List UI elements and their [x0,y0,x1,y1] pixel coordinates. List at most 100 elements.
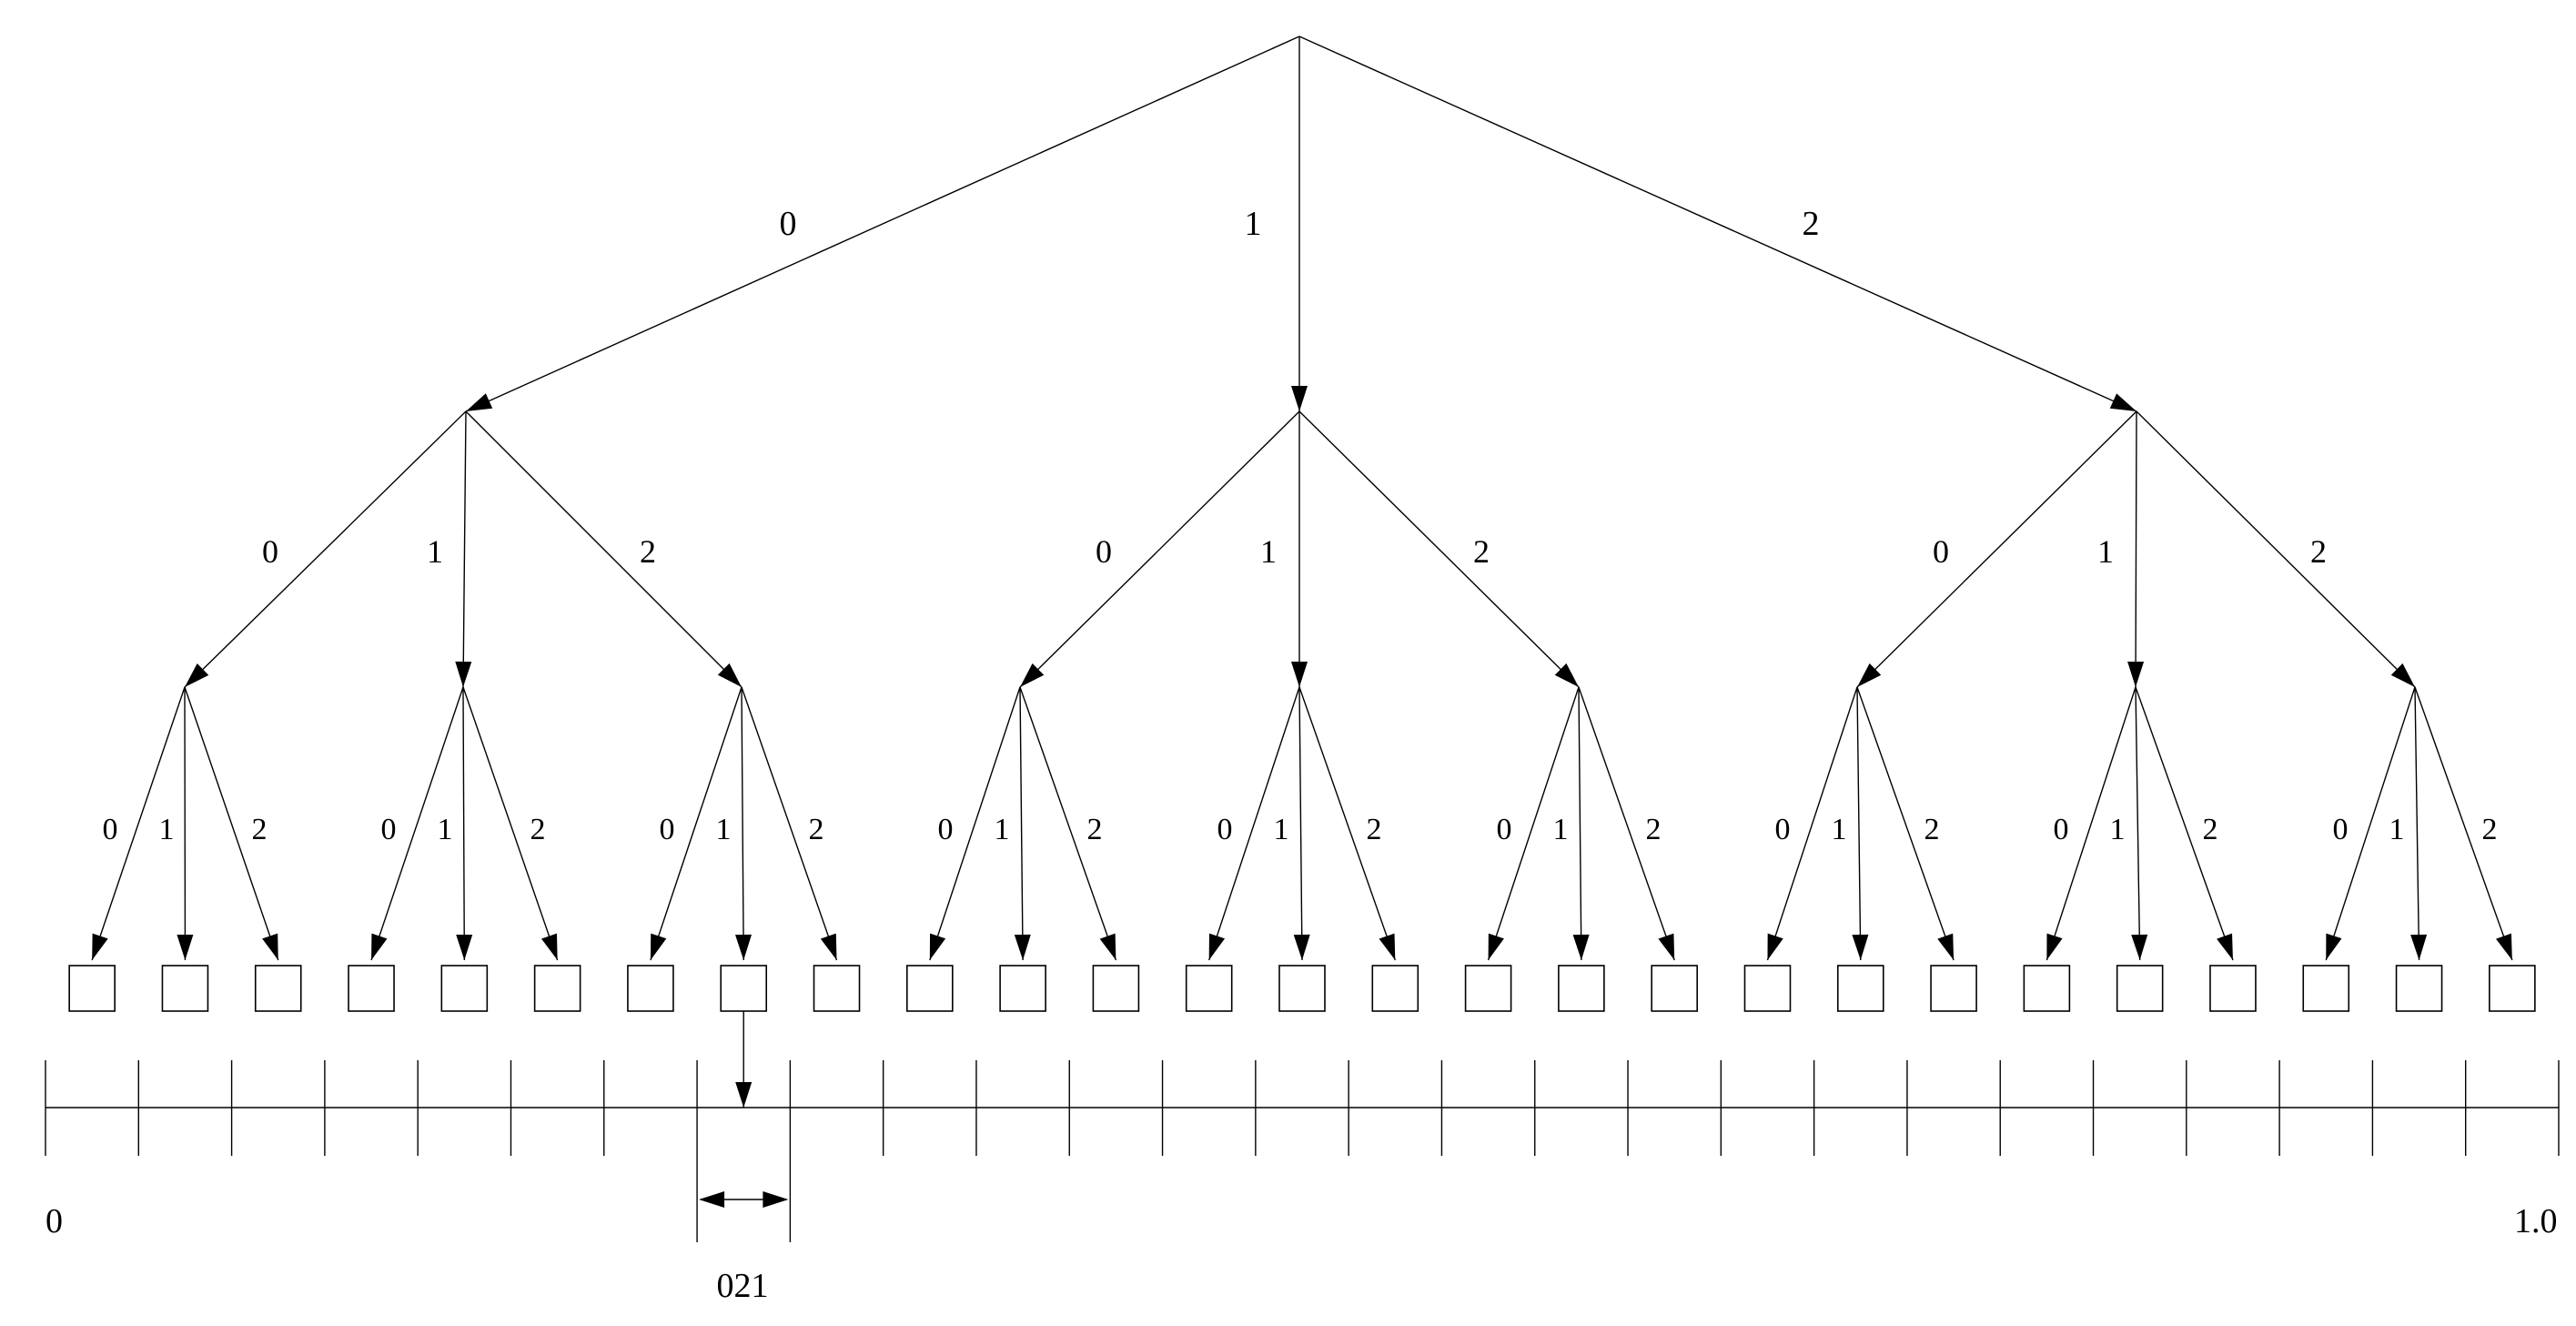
leaf-box [1836,965,1884,1012]
edge-10-2 [1019,686,1117,961]
branch-label-020: 0 [660,813,675,846]
leaf-box [2116,965,2164,1012]
edge-0-2 [465,410,742,688]
leaf-box [348,965,395,1012]
edge-21-2 [2135,686,2234,961]
leaf-box [1185,965,1233,1012]
leaf-box [68,965,116,1012]
leaf-box [2395,965,2443,1012]
edge-20-1-arrowhead [1852,934,1869,960]
edge-01-0-arrowhead [371,933,388,960]
branch-label-100: 0 [938,813,954,846]
branch-label-00: 0 [262,533,278,570]
branch-label-011: 1 [438,813,453,846]
branch-label-211: 1 [2110,813,2126,846]
edge-12-2 [1578,686,1675,961]
edge-2-2 [2136,410,2416,688]
branch-label-220: 0 [2333,813,2349,846]
branch-label-221: 1 [2389,813,2405,846]
edge-0-1-arrowhead [455,661,472,687]
edge-02-0-arrowhead [650,933,667,960]
branch-label-22: 2 [2310,533,2327,570]
branch-label-200: 0 [1775,813,1791,846]
edge-12-0-arrowhead [1488,933,1504,960]
edge-21-0 [2046,686,2137,961]
edge-10-1 [1019,686,1024,961]
leaf-box [1558,965,1605,1012]
branch-label-02: 2 [640,533,656,570]
edge-11-2 [1298,686,1396,961]
edge-0-0-arrowhead [185,663,209,687]
highlight-width-left-arrowhead [699,1191,725,1208]
edge-21-2-arrowhead [2217,933,2233,960]
leaf-box [254,965,302,1012]
edge-root-0 [465,35,1300,412]
branch-label-01: 1 [427,533,443,570]
branch-label-120: 0 [1497,813,1512,846]
axis-start-label: 0 [45,1202,63,1240]
edge-12-1-arrowhead [1572,934,1590,960]
branch-label-20: 0 [1933,533,1949,570]
edge-1-0 [1019,410,1300,688]
edge-12-0 [1487,686,1580,961]
edge-root-0-arrowhead [466,393,493,411]
edge-01-2-arrowhead [540,933,558,960]
branch-label-210: 0 [2054,813,2069,846]
edge-20-1 [1856,686,1862,961]
edge-11-0 [1208,686,1300,961]
edge-22-2 [2414,686,2513,961]
edge-10-1-arrowhead [1014,934,1031,960]
branch-label-222: 2 [2482,813,2498,846]
edge-00-1-arrowhead [177,934,194,960]
leaf-box [1930,965,1977,1012]
edge-01-1-arrowhead [456,934,473,960]
leaf-box [440,965,489,1012]
edge-0-1 [462,410,467,688]
branch-label-022: 2 [809,813,824,846]
edge-02-2-arrowhead [820,933,837,960]
edge-21-1-arrowhead [2131,934,2148,960]
edge-01-0 [370,686,464,961]
edge-root-2 [1298,35,2137,412]
branch-label-root-1: 1 [1245,205,1262,243]
branch-label-201: 1 [1832,813,1847,846]
edge-20-2-arrowhead [1937,933,1955,960]
branch-label-212: 2 [2203,813,2218,846]
edge-2-0 [1856,410,2137,688]
branch-label-002: 2 [252,813,268,846]
leaf-box [1464,965,1512,1012]
edge-1-1-arrowhead [1291,662,1308,687]
branch-label-112: 2 [1367,813,1382,846]
leaf-box [906,965,954,1012]
branch-label-101: 1 [995,813,1010,846]
branch-label-001: 1 [159,813,175,846]
edge-02-1 [741,686,744,961]
edge-21-1 [2135,686,2141,961]
leaf-box [813,965,861,1012]
edge-2-2-arrowhead [2390,663,2415,687]
tree-edges [91,35,2513,1108]
leaf-box [1743,965,1792,1012]
edge-00-0-arrowhead [92,933,108,960]
interval-axis [45,1060,2560,1242]
edge-11-1-arrowhead [1293,934,1310,960]
edge-00-2 [184,686,279,961]
branch-label-root-2: 2 [1803,205,1820,243]
edge-11-0-arrowhead [1208,933,1226,960]
leaf-box [1278,965,1326,1012]
edge-root-1-arrowhead [1291,386,1308,411]
leaf-box [2302,965,2350,1012]
leaf-box [627,965,674,1012]
edge-10-2-arrowhead [1099,933,1116,960]
edge-00-0 [91,686,186,961]
branch-label-110: 0 [1217,813,1233,846]
edge-22-2-arrowhead [2495,933,2512,960]
edge-01-2 [462,686,559,961]
highlight-width-right-arrowhead [763,1191,789,1208]
branch-label-102: 2 [1087,813,1103,846]
edge-22-1 [2414,686,2420,961]
edge-22-0 [2325,686,2416,961]
edge-10-0-arrowhead [929,933,946,960]
edge-20-2 [1856,686,1955,961]
